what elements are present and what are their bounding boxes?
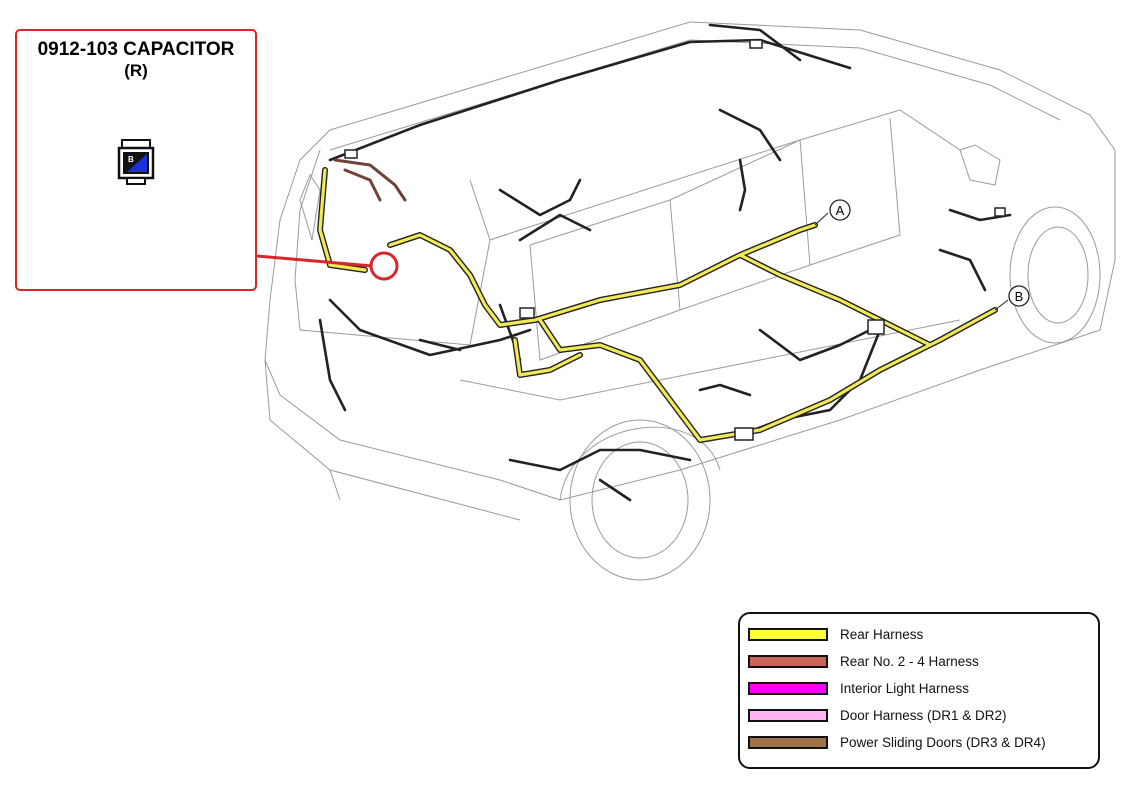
callout-target-circle [369, 251, 399, 281]
capacitor-callout: 0912-103 CAPACITOR (R) B [15, 29, 257, 291]
capacitor-connector-icon: B [117, 139, 155, 185]
legend-item: Power Sliding Doors (DR3 & DR4) [748, 733, 1046, 751]
legend-label: Rear No. 2 - 4 Harness [840, 653, 979, 669]
harness-legend: Rear Harness Rear No. 2 - 4 Harness Inte… [738, 612, 1100, 769]
black-wiring [318, 23, 1012, 502]
legend-label: Power Sliding Doors (DR3 & DR4) [840, 734, 1046, 750]
harness-connectors [344, 39, 1006, 441]
marker-a: A [814, 199, 851, 226]
vehicle-body-outline [264, 21, 1116, 581]
legend-swatch-interior-light-harness [748, 681, 828, 695]
callout-leader-line [256, 254, 373, 268]
callout-subtitle: (R) [124, 61, 148, 80]
legend-swatch-rear-harness [748, 627, 828, 641]
marker-b-label: B [1015, 289, 1024, 304]
legend-swatch-power-sliding-doors [748, 735, 828, 749]
brown-wiring [333, 158, 407, 202]
connector-letter: B [128, 155, 134, 164]
legend-item: Door Harness (DR1 & DR2) [748, 706, 1007, 724]
legend-item: Rear No. 2 - 4 Harness [748, 652, 979, 670]
legend-label: Rear Harness [840, 626, 924, 642]
legend-item: Interior Light Harness [748, 679, 969, 697]
legend-label: Interior Light Harness [840, 680, 970, 696]
marker-a-label: A [836, 203, 845, 218]
legend-swatch-rear-no2-4-harness [748, 654, 828, 668]
rear-harness [317, 167, 998, 443]
legend-item: Rear Harness [748, 625, 923, 643]
legend-swatch-door-harness [748, 708, 828, 722]
marker-b: B [994, 285, 1030, 311]
legend-label: Door Harness (DR1 & DR2) [840, 707, 1007, 723]
callout-title: 0912-103 CAPACITOR [37, 39, 235, 60]
